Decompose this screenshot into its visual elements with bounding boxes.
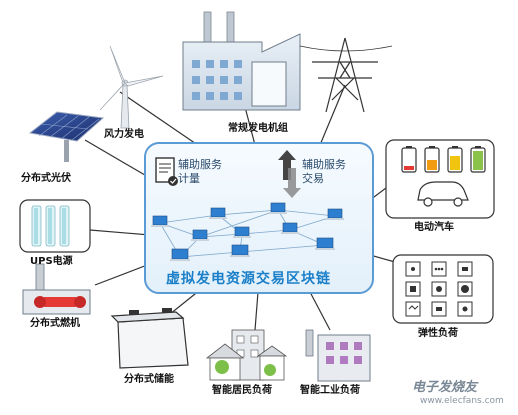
storage-battery-icon xyxy=(110,308,189,369)
electric-car-icon xyxy=(417,181,469,207)
label-industrial-load: 智能工业负荷 xyxy=(300,385,360,396)
industrial-building-icon xyxy=(305,329,371,382)
label-ev: 电动汽车 xyxy=(414,222,454,233)
ups-box xyxy=(19,199,91,253)
battery-icons xyxy=(401,146,486,173)
exchange-arrows-icon xyxy=(278,150,301,198)
watermark-url: www.elecfans.com xyxy=(420,396,504,406)
flexible-load-box xyxy=(392,254,494,324)
label-flexible-load: 弹性负荷 xyxy=(418,328,458,339)
document-check-icon xyxy=(155,157,178,186)
label-solar: 分布式光伏 xyxy=(21,173,71,184)
transmission-tower-icon xyxy=(299,37,393,113)
service-trading-line-1: 辅助服务 xyxy=(302,158,346,171)
label-ups: UPS电源 xyxy=(30,256,73,267)
service-trading-line-2: 交易 xyxy=(302,172,324,185)
ev-box xyxy=(385,139,495,219)
service-metering-label: 辅助服务 计量 xyxy=(178,158,222,186)
label-residential-load: 智能居民负荷 xyxy=(212,385,272,396)
label-conventional: 常规发电机组 xyxy=(228,123,288,134)
gas-turbine-icon xyxy=(22,263,91,315)
blockchain-hub xyxy=(144,142,374,294)
label-gas-turbine: 分布式燃机 xyxy=(30,318,80,329)
blockchain-network xyxy=(151,202,344,261)
service-trading-label: 辅助服务 交易 xyxy=(302,158,346,186)
hub-title: 虚拟发电资源交易区块链 xyxy=(166,271,331,287)
wind-turbine-icon xyxy=(99,45,164,129)
label-wind: 风力发电 xyxy=(104,129,144,140)
label-storage: 分布式储能 xyxy=(124,374,174,385)
residential-houses-icon xyxy=(205,329,288,381)
service-metering-line-2: 计量 xyxy=(178,172,200,185)
service-metering-line-1: 辅助服务 xyxy=(178,158,222,171)
watermark-brand: 电子发烧友 xyxy=(412,380,478,395)
power-plant-icon xyxy=(182,11,301,111)
solar-panel-icon xyxy=(28,111,105,162)
